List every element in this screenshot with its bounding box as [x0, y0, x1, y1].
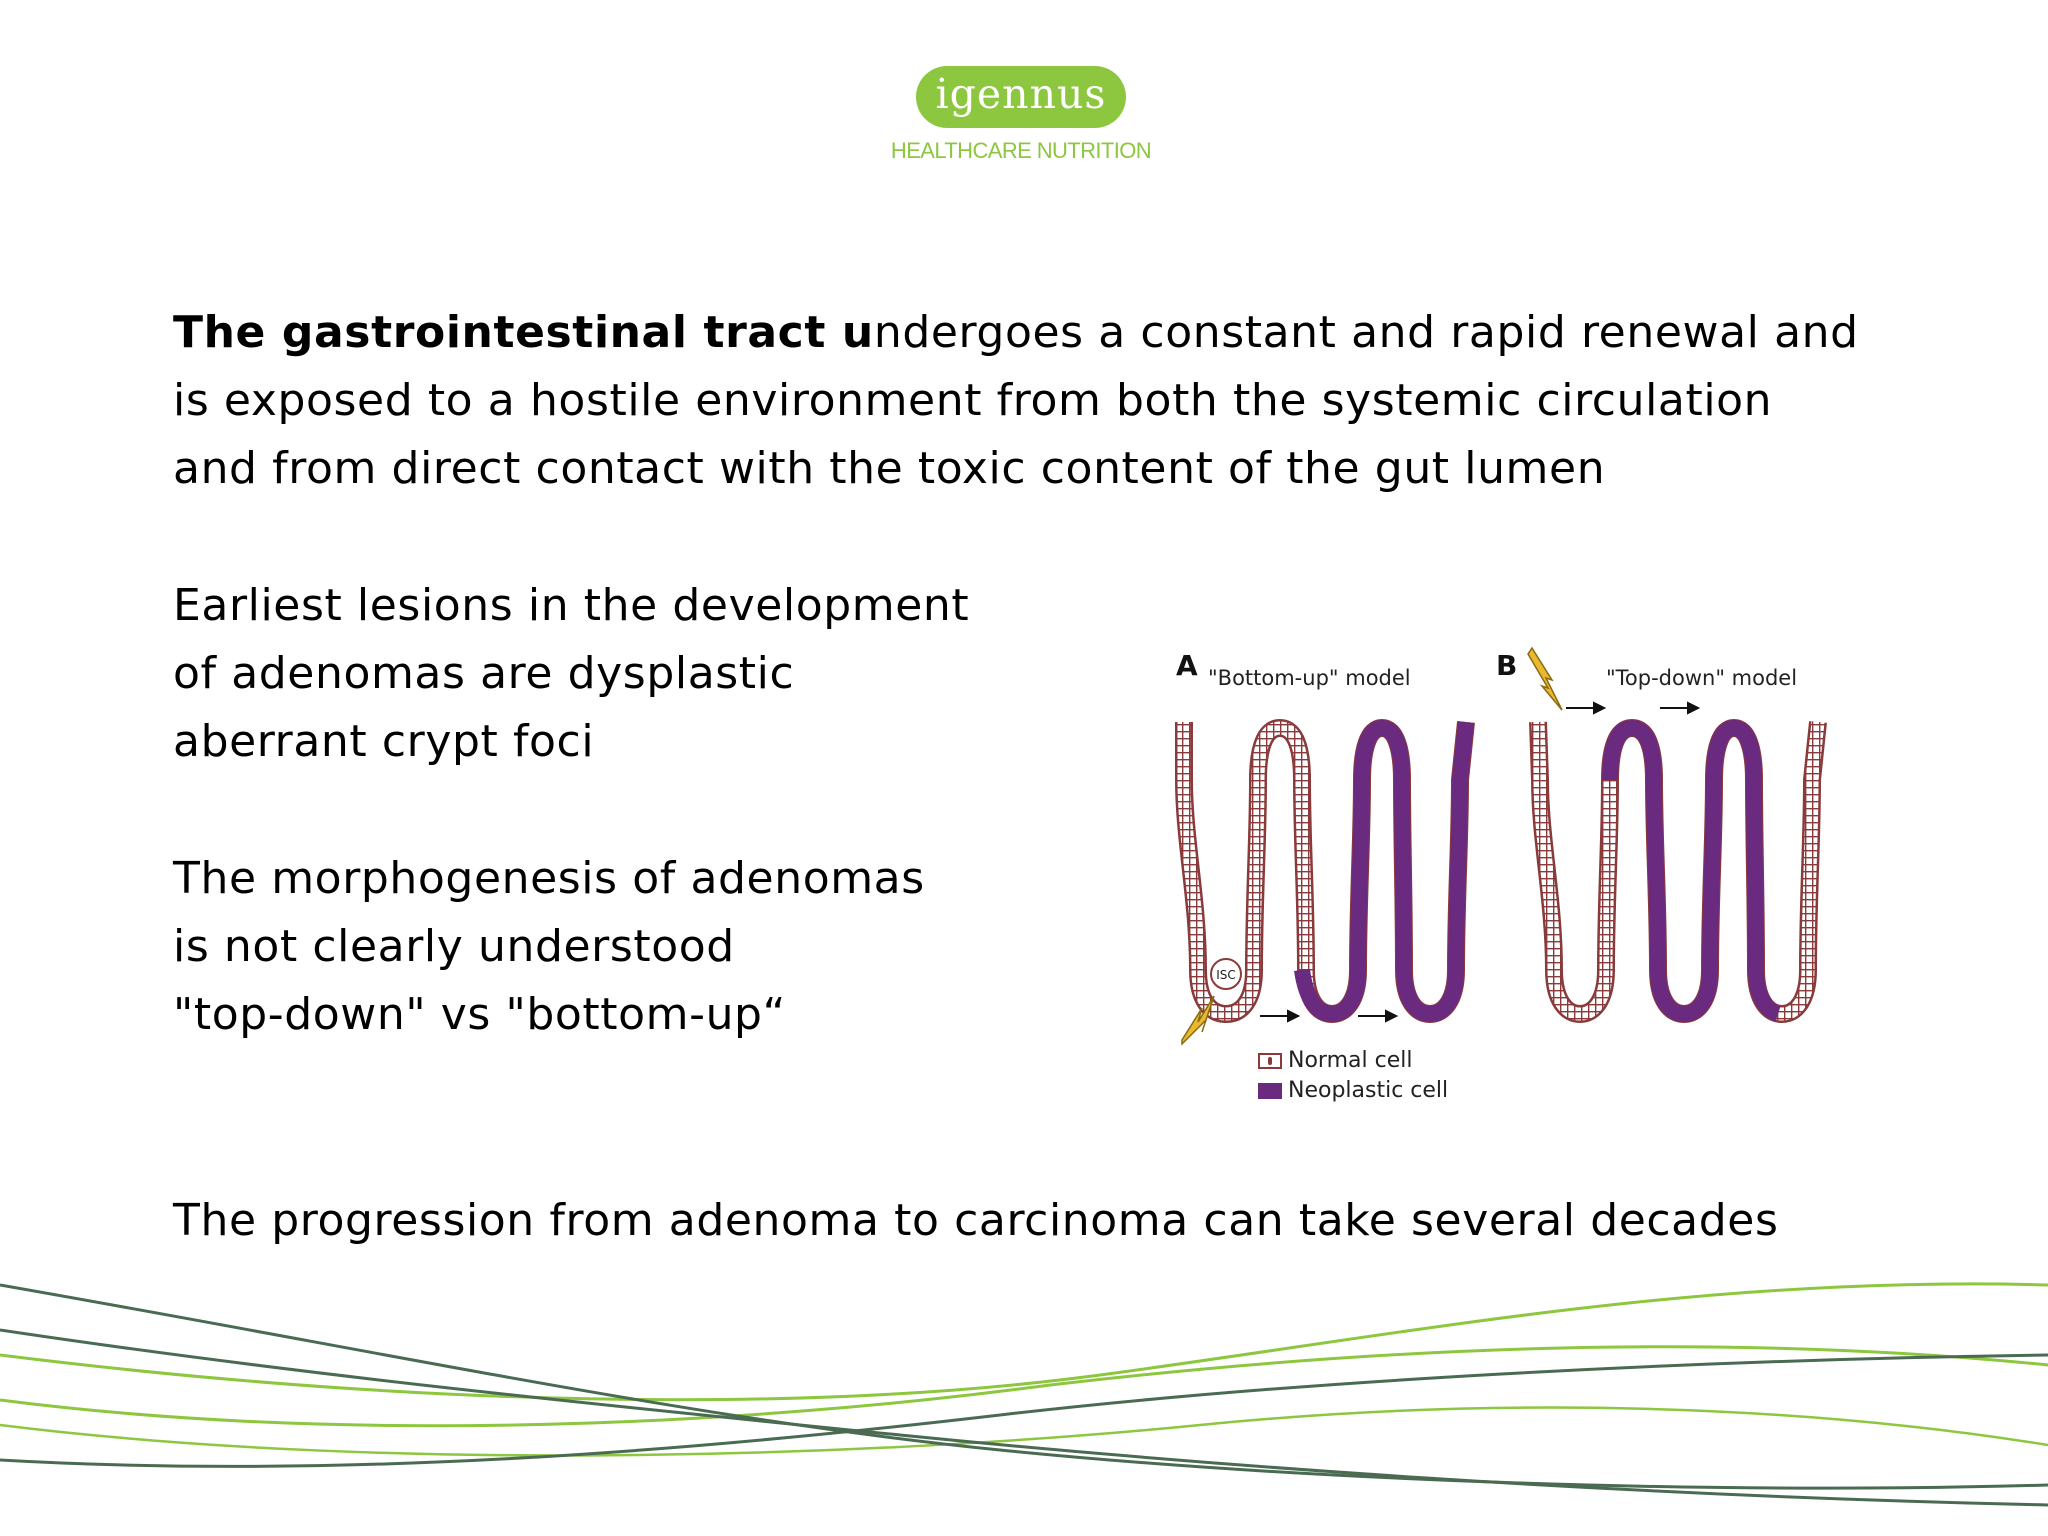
panel-a-letter: A: [1176, 649, 1198, 682]
morphogenesis-line-2: is not clearly understood: [173, 921, 735, 972]
igennus-logo: igennus HEALTHCARE NUTRITION: [876, 66, 1166, 176]
decorative-waves: [0, 1282, 2048, 1507]
progression-text: The progression from adenoma to carcinom…: [173, 1195, 1779, 1246]
panel-b-crypts: [1527, 646, 1827, 1023]
lesions-line-2: of adenomas are dysplastic: [173, 648, 795, 699]
lesions-line-1: Earliest lesions in the development: [173, 580, 970, 631]
arrow-right-icon: [1566, 701, 1701, 715]
legend-normal-label: Normal cell: [1288, 1048, 1413, 1073]
panel-a-caption: "Bottom-up" model: [1208, 666, 1411, 690]
arrow-right-icon: [1260, 1009, 1399, 1023]
morphogenesis-line-1: The morphogenesis of adenomas: [173, 853, 925, 904]
crypt-diagram: ISC: [1175, 646, 1827, 1046]
panel-a-crypts: ISC: [1175, 719, 1475, 1046]
legend-neoplastic: Neoplastic cell: [1258, 1078, 1448, 1103]
intro-line-1: The gastrointestinal tract undergoes a c…: [173, 299, 1859, 367]
intro-line-1-rest: ndergoes a constant and rapid renewal an…: [873, 307, 1859, 358]
isc-label: ISC: [1216, 968, 1236, 982]
intro-bold-lead: The gastrointestinal tract u: [173, 307, 874, 358]
normal-cell-swatch: [1258, 1052, 1282, 1069]
panel-b-caption: "Top-down" model: [1606, 666, 1798, 690]
intro-paragraph: The gastrointestinal tract undergoes a c…: [173, 299, 1859, 503]
intro-line-2: is exposed to a hostile environment from…: [173, 375, 1773, 426]
intro-line-3: and from direct contact with the toxic c…: [173, 443, 1606, 494]
lightning-icon: [1527, 646, 1563, 711]
lesions-paragraph: Earliest lesions in the development of a…: [173, 572, 969, 776]
lesions-line-3: aberrant crypt foci: [173, 716, 595, 767]
morphogenesis-line-3: "top-down" vs "bottom-up“: [173, 989, 786, 1040]
progression-paragraph: The progression from adenoma to carcinom…: [173, 1187, 1778, 1255]
legend-neoplastic-label: Neoplastic cell: [1288, 1078, 1449, 1103]
lightning-icon: [1181, 995, 1215, 1046]
legend-normal: Normal cell: [1258, 1048, 1412, 1073]
neoplastic-cell-swatch: [1258, 1082, 1282, 1099]
logo-tagline: HEALTHCARE NUTRITION: [890, 138, 1152, 163]
logo-name: igennus: [935, 69, 1107, 118]
logo-pill: igennus: [916, 66, 1126, 128]
panel-b-letter: B: [1496, 649, 1518, 682]
morphogenesis-paragraph: The morphogenesis of adenomas is not cle…: [173, 845, 925, 1049]
crypt-models-figure: A "Bottom-up" model B "Top-down" model I: [1168, 640, 1838, 1110]
